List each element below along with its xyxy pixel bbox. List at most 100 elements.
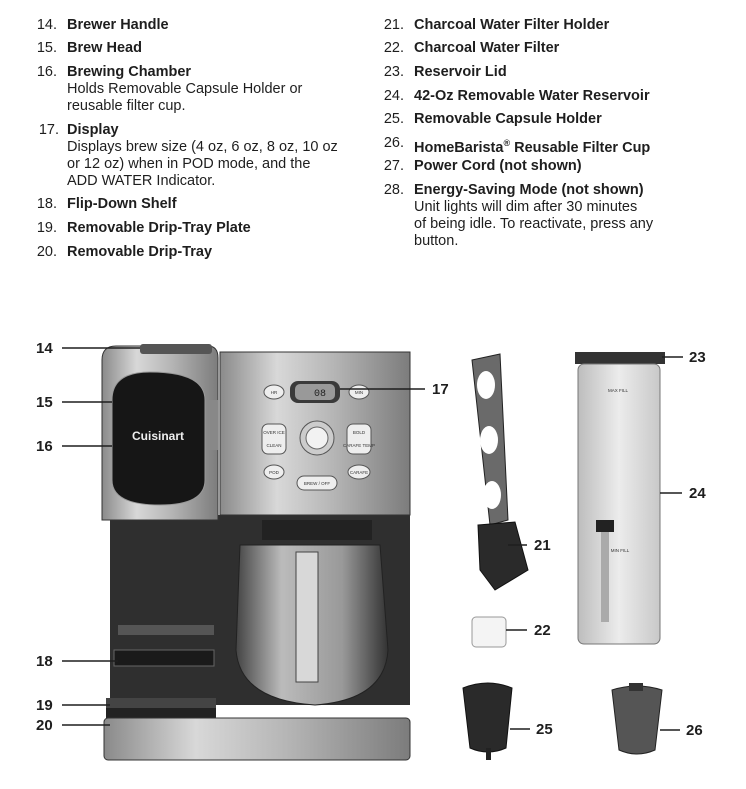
callout-17: 17 xyxy=(432,381,449,398)
description-line: reusable filter cup. xyxy=(67,98,186,114)
part-label: Power Cord (not shown) xyxy=(414,158,582,174)
charcoal-filter-holder xyxy=(471,353,529,591)
brewer-handle xyxy=(140,344,212,354)
part-number: 25. xyxy=(383,111,404,127)
part-number: 17. xyxy=(38,122,59,138)
callout-numbers: 14 15 16 17 18 19 20 21 22 23 24 25 26 xyxy=(36,340,706,739)
part-label-brand: HomeBarista xyxy=(414,139,504,156)
filter-cup-lid-tab xyxy=(629,683,643,691)
flip-down-shelf xyxy=(113,649,215,667)
callout-lines xyxy=(62,347,683,731)
description-line: or 12 oz) when in POD mode, and the xyxy=(67,156,311,172)
brewing-chamber xyxy=(111,371,206,506)
part-number: 14. xyxy=(36,17,57,33)
part-number: 22. xyxy=(383,40,404,56)
flip-down-shelf-top xyxy=(118,625,214,635)
part-number: 21. xyxy=(383,17,404,33)
part-label: Charcoal Water Filter xyxy=(414,40,560,56)
holder-hole xyxy=(480,426,498,454)
brew-off-label: BREW / OFF xyxy=(304,481,330,486)
part-label: Charcoal Water Filter Holder xyxy=(414,17,610,33)
part-number: 23. xyxy=(383,64,404,80)
part-label: 42-Oz Removable Water Reservoir xyxy=(414,88,650,104)
filter-holder-cage xyxy=(477,521,529,591)
bold-carafe-temp-button[interactable] xyxy=(346,423,372,455)
filter-post xyxy=(601,532,609,622)
part-label: Brew Head xyxy=(67,40,142,56)
part-number: 20. xyxy=(36,244,57,260)
part-label: Brewer Handle xyxy=(67,17,169,33)
display-value: 08 xyxy=(314,389,326,400)
hr-label: HR xyxy=(271,390,278,395)
callout-16: 16 xyxy=(36,438,53,455)
carafe-label: CARAFE xyxy=(350,470,368,475)
description-line: ADD WATER Indicator. xyxy=(67,173,216,189)
part-label: Removable Drip-Tray Plate xyxy=(67,220,251,236)
reusable-filter-cup xyxy=(611,685,663,755)
max-fill-label: MAX FILL xyxy=(608,388,629,393)
holder-hole xyxy=(483,481,501,509)
reservoir-body xyxy=(577,363,661,645)
part-number: 27. xyxy=(383,158,404,174)
registered-mark: ® xyxy=(503,138,511,148)
callout-15: 15 xyxy=(36,394,53,411)
part-number: 26. xyxy=(383,135,404,151)
part-number: 28. xyxy=(383,182,404,198)
min-fill-label: MIN FILL xyxy=(611,548,630,553)
description-line: Displays brew size (4 oz, 6 oz, 8 oz, 10… xyxy=(67,139,338,155)
part-label: Energy-Saving Mode (not shown) xyxy=(414,182,644,198)
carafe-lid xyxy=(262,520,372,540)
brand-logo: Cuisinart xyxy=(132,429,184,443)
pod-label: POD xyxy=(269,470,280,475)
part-label: Removable Drip-Tray xyxy=(67,244,213,260)
carafe-button[interactable] xyxy=(347,464,371,480)
over-ice-clean-button[interactable] xyxy=(261,423,287,455)
charcoal-water-filter xyxy=(471,616,507,648)
brew-off-button[interactable] xyxy=(296,475,338,491)
carafe-temp-label: CARAFE TEMP xyxy=(343,443,375,448)
callout-20: 20 xyxy=(36,717,53,734)
part-label: Display xyxy=(67,122,119,138)
carafe-handle xyxy=(295,551,319,683)
callout-25: 25 xyxy=(536,721,553,738)
capsule-holder xyxy=(462,682,513,753)
part-label: Flip-Down Shelf xyxy=(67,196,177,212)
callout-19: 19 xyxy=(36,697,53,714)
dial-knob[interactable] xyxy=(305,426,329,450)
control-buttons: HR MIN OVER ICE CLEAN BOLD CARAFE TEMP P… xyxy=(261,384,375,491)
bold-label: BOLD xyxy=(353,430,366,435)
part-label: HomeBarista® Reusable Filter Cup xyxy=(414,135,650,157)
pod-button[interactable] xyxy=(263,464,285,480)
part-number: 18. xyxy=(36,196,57,212)
water-reservoir: MAX FILL MIN FILL xyxy=(575,352,665,645)
part-number: 19. xyxy=(36,220,57,236)
callout-22: 22 xyxy=(534,622,551,639)
part-description: Unit lights will dim after 30 minutes of… xyxy=(414,199,653,250)
clean-label: CLEAN xyxy=(266,443,281,448)
reservoir-lid xyxy=(575,352,665,364)
callout-23: 23 xyxy=(689,349,706,366)
callout-24: 24 xyxy=(689,485,706,502)
description-line: button. xyxy=(414,233,459,249)
callout-26: 26 xyxy=(686,722,703,739)
over-ice-label: OVER ICE xyxy=(263,430,285,435)
description-line: of being idle. To reactivate, press any xyxy=(414,216,654,232)
callout-14: 14 xyxy=(36,340,53,357)
part-label: Brewing Chamber xyxy=(67,64,192,80)
part-label: Removable Capsule Holder xyxy=(414,111,602,127)
reservoir-valve xyxy=(596,520,614,532)
coffee-maker: Cuisinart 08 HR MIN OVER ICE CLEAN BOLD … xyxy=(101,344,411,761)
part-label-rest: Reusable Filter Cup xyxy=(510,139,651,156)
description-line: Unit lights will dim after 30 minutes xyxy=(414,199,638,215)
hr-button[interactable] xyxy=(263,384,285,400)
part-description: Displays brew size (4 oz, 6 oz, 8 oz, 10… xyxy=(67,139,338,190)
part-label: Reservoir Lid xyxy=(414,64,507,80)
part-number: 15. xyxy=(36,40,57,56)
holder-hole xyxy=(477,371,495,399)
brew-head-hinge xyxy=(208,400,218,450)
description-line: Holds Removable Capsule Holder or xyxy=(67,81,303,97)
base xyxy=(103,717,411,761)
capsule-holder-needle xyxy=(486,748,491,760)
